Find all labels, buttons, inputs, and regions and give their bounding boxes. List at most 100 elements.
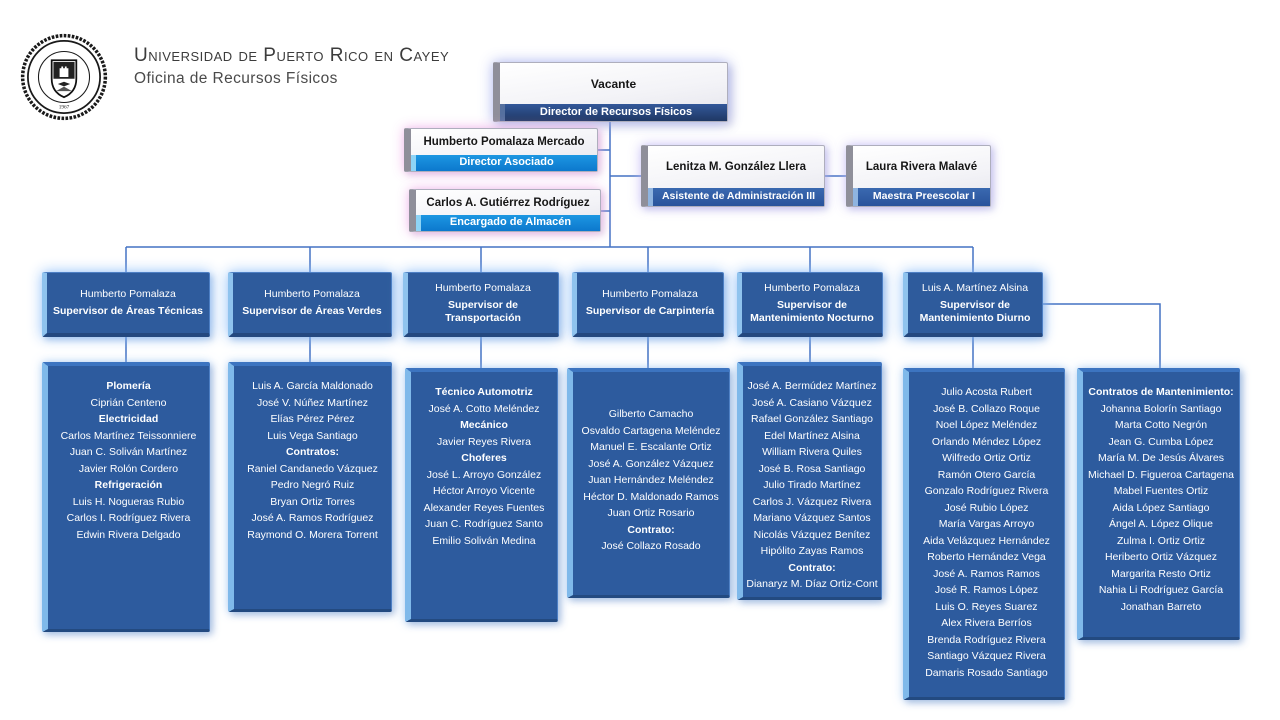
staff-list-item: Ciprián Centeno (90, 396, 167, 409)
staff-list-contratos-mantenimiento: Contratos de Mantenimiento: Johanna Bolor… (1077, 368, 1240, 640)
node-supervisor-mantenimiento-nocturno: Humberto Pomalaza Supervisor de Mantenim… (737, 272, 883, 337)
staff-list-item: Zulma I. Ortiz Ortiz (1116, 534, 1206, 547)
node-director-name: Vacante (590, 76, 637, 91)
node-preschool-teacher: Laura Rivera Malavé Maestra Preescolar I (846, 145, 991, 207)
staff-list-item: Gilberto Camacho (608, 408, 694, 420)
staff-list-item: Bryan Ortiz Torres (270, 495, 355, 508)
staff-list-item: José Collazo Rosado (601, 540, 701, 552)
node-supervisor-areas-tecnicas: Humberto Pomalaza Supervisor de Áreas Té… (42, 272, 210, 337)
staff-list-item: José A. Ramos Ramos (933, 567, 1040, 580)
staff-list-item: Electricidad (98, 413, 159, 425)
node-warehouse-title-banner: Encargado de Almacén (416, 215, 600, 231)
staff-list-item: Luis H. Nogueras Rubio (72, 495, 185, 508)
staff-list-item: Aida Velázquez Hernández (923, 534, 1050, 547)
staff-list-item: Santiago Vázquez Rivera (927, 650, 1046, 662)
node-teacher-title-banner: Maestra Preescolar I (853, 188, 990, 206)
staff-list-item: Héctor D. Maldonado Ramos (583, 490, 719, 503)
staff-list-item: Juan C. Soliván Martínez (69, 446, 188, 458)
university-name: Universidad de Puerto Rico en Cayey (134, 45, 450, 66)
node-admin-assistant: Lenitza M. González Llera Asistente de A… (641, 145, 825, 207)
staff-list-item: Gonzalo Rodríguez Rivera (924, 485, 1049, 497)
staff-list-item: Dianaryz M. Díaz Ortiz-Cont (746, 578, 878, 590)
node-warehouse-name: Carlos A. Gutiérrez Rodríguez (426, 196, 590, 209)
staff-list-item: Alexander Reyes Fuentes (423, 501, 545, 514)
staff-list-item: Aida López Santiago (1112, 501, 1210, 514)
staff-list-item: Julio Acosta Rubert (941, 386, 1032, 398)
staff-list-item: José A. Bermúdez Martínez (747, 380, 877, 392)
staff-list-item: Mecánico (460, 419, 508, 431)
staff-list-item: Juan Ortiz Rosario (607, 507, 695, 519)
supervisor-title: Supervisor de Mantenimiento Nocturno (750, 298, 874, 324)
staff-list-item: Alex Rivera Berríos (941, 617, 1032, 629)
supervisor-title: Supervisor de Áreas Técnicas (53, 305, 203, 317)
staff-list-item: Johanna Bolorín Santiago (1100, 402, 1222, 415)
page-header: 1967 Universidad de Puerto Rico en Cayey… (20, 33, 449, 121)
staff-list-item: Pedro Negró Ruiz (270, 479, 355, 491)
staff-list-item: Técnico Automotriz (435, 386, 533, 398)
staff-list-item: Jean G. Cumba López (1108, 435, 1214, 448)
node-assistant-title-banner: Asistente de Administración III (648, 188, 824, 206)
staff-list-item: Noel López Meléndez (935, 419, 1038, 431)
supervisor-name: Humberto Pomalaza (435, 281, 531, 294)
staff-list-item: Raniel Candanedo Vázquez (247, 462, 378, 475)
staff-list-item: Contrato: (788, 561, 836, 574)
node-supervisor-mantenimiento-diurno: Luis A. Martínez Alsina Supervisor de Ma… (903, 272, 1043, 337)
node-assistant-name: Lenitza M. González Llera (666, 161, 806, 173)
staff-list-item: Heriberto Ortiz Vázquez (1104, 551, 1218, 563)
staff-list-item: Edwin Rivera Delgado (76, 528, 181, 541)
staff-list-item: Javier Rolón Cordero (78, 462, 179, 475)
staff-list-item: Luis Vega Santiago (267, 429, 358, 442)
office-name: Oficina de Recursos Físicos (134, 70, 338, 87)
staff-list-item: Roberto Hernández Vega (927, 551, 1046, 563)
staff-list-item: Contratos de Mantenimiento: (1088, 386, 1234, 398)
supervisor-title: Supervisor de Áreas Verdes (242, 305, 382, 317)
staff-list-item: Refrigeración (94, 479, 163, 491)
staff-list-item: Héctor Arroyo Vicente (433, 485, 535, 497)
staff-list-item: Mariano Vázquez Santos (753, 512, 871, 524)
staff-list-item: Manuel E. Escalante Ortiz (590, 441, 712, 453)
node-supervisor-areas-verdes: Humberto Pomalaza Supervisor de Áreas Ve… (228, 272, 392, 337)
staff-list-item: María M. De Jesús Álvares (1097, 452, 1225, 464)
staff-list-item: Luis O. Reyes Suarez (935, 600, 1038, 613)
supervisor-name: Humberto Pomalaza (602, 288, 698, 300)
staff-list-item: José A. Cotto Meléndez (428, 402, 540, 415)
staff-list-item: Plomería (106, 380, 151, 392)
staff-list-item: Emilio Soliván Medina (432, 534, 536, 547)
staff-list-item: José A. Ramos Rodríguez (251, 512, 374, 524)
staff-list-item: Luis A. García Maldonado (252, 380, 373, 392)
staff-list-item: Juan C. Rodríguez Santo (425, 518, 543, 530)
node-director: Vacante Director de Recursos Físicos (493, 62, 728, 122)
staff-list-item: José V. Núñez Martínez (256, 396, 369, 409)
node-supervisor-transportacion: Humberto Pomalaza Supervisor de Transpor… (403, 272, 559, 337)
staff-list-item: José B. Collazo Roque (933, 402, 1040, 415)
staff-list-item: Osvaldo Cartagena Meléndez (581, 424, 721, 437)
staff-list-item: Carlos I. Rodríguez Rivera (66, 512, 191, 524)
node-supervisor-carpinteria: Humberto Pomalaza Supervisor de Carpinte… (572, 272, 724, 337)
staff-list-item: Hipólito Zayas Ramos (760, 545, 864, 557)
staff-list-item: José A. Casiano Vázquez (752, 396, 872, 409)
staff-list-item: José A. González Vázquez (588, 457, 714, 470)
staff-list-item: Javier Reyes Rivera (437, 435, 531, 448)
staff-list-item: Nicolás Vázquez Benítez (753, 528, 871, 541)
staff-list-item: Contratos: (285, 446, 340, 458)
staff-list-item: Ramón Otero García (937, 468, 1036, 481)
node-warehouse-manager: Carlos A. Gutiérrez Rodríguez Encargado … (409, 189, 601, 232)
staff-list-item: Damaris Rosado Santiago (925, 666, 1048, 679)
staff-list-item: José B. Rosa Santiago (758, 462, 866, 475)
supervisor-title: Supervisor de Transportación (445, 298, 521, 324)
staff-list-item: Orlando Méndez López (931, 435, 1042, 448)
staff-list-item: Ángel A. López Olique (1109, 518, 1213, 530)
staff-list-item: Michael D. Figueroa Cartagena (1088, 468, 1234, 481)
staff-list-item: María Vargas Arroyo (938, 518, 1035, 530)
staff-list-item: William Rivera Quiles (762, 446, 862, 458)
node-associate-title-banner: Director Asociado (411, 155, 597, 171)
upr-cayey-seal-logo: 1967 (20, 33, 108, 121)
staff-list-item: Elías Pérez Pérez (270, 413, 355, 425)
staff-list-item: Choferes (461, 452, 507, 464)
